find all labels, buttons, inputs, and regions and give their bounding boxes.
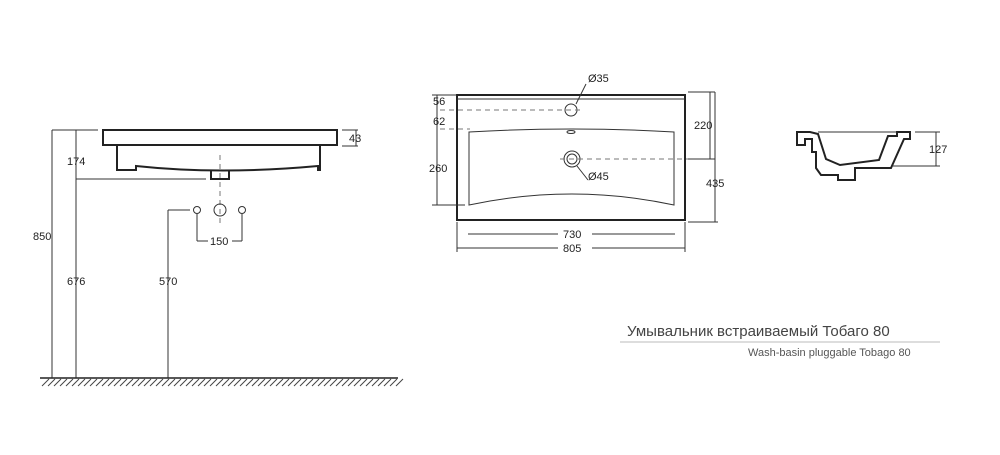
floor-hatch-mark xyxy=(389,378,398,387)
dim-bowl-depth: 260 xyxy=(429,163,447,175)
dim-bowl-width: 730 xyxy=(563,229,581,241)
floor-hatch-mark xyxy=(41,378,50,387)
floor-hatch-mark xyxy=(143,378,152,387)
dim-outlet-height: 570 xyxy=(159,276,177,288)
dim-slab-thickness: 43 xyxy=(349,133,361,145)
floor-hatch-mark xyxy=(65,378,74,387)
floor-hatch-mark xyxy=(329,378,338,387)
basin-slab xyxy=(102,129,338,146)
floor-hatch-mark xyxy=(197,378,206,387)
dim-bowl-offset: 62 xyxy=(433,116,445,128)
floor-hatch-mark xyxy=(221,378,230,387)
title-en: Wash-basin pluggable Tobago 80 xyxy=(748,347,911,359)
mixer-hole-right xyxy=(238,206,246,214)
floor-hatch-mark xyxy=(263,378,272,387)
floor-hatch-mark xyxy=(95,378,104,387)
floor-hatch-mark xyxy=(113,378,122,387)
dim-drain-diameter: Ø45 xyxy=(588,171,609,183)
dim-total-height: 850 xyxy=(33,231,51,243)
dim-total-width: 805 xyxy=(563,243,581,255)
floor-hatch-mark xyxy=(371,378,380,387)
section-profile xyxy=(796,131,911,181)
floor-hatch-mark xyxy=(245,378,254,387)
dim-underside-height: 676 xyxy=(67,276,85,288)
floor-hatch-mark xyxy=(383,378,392,387)
floor-hatch-mark xyxy=(89,378,98,387)
floor-hatch-mark xyxy=(137,378,146,387)
floor-hatch-mark xyxy=(233,378,242,387)
dim-mixer-spacing: 150 xyxy=(210,236,228,248)
floor-hatch-mark xyxy=(395,378,404,387)
floor-hatch-mark xyxy=(287,378,296,387)
top-view: 56 62 260 220 435 730 805 Ø35 Ø45 xyxy=(429,73,724,255)
basin-outline xyxy=(456,94,686,221)
floor-hatch-mark xyxy=(131,378,140,387)
floor-hatch-mark xyxy=(125,378,134,387)
floor-hatch-mark xyxy=(323,378,332,387)
dim-drain-offset: 220 xyxy=(694,120,712,132)
drain-outlet xyxy=(210,170,230,180)
floor-hatch-mark xyxy=(305,378,314,387)
floor-hatch-mark xyxy=(347,378,356,387)
side-view: 127 xyxy=(796,131,947,181)
floor-hatch-mark xyxy=(119,378,128,387)
floor-hatch-mark xyxy=(377,378,386,387)
floor-hatch-mark xyxy=(77,378,86,387)
bowl-outline xyxy=(468,128,675,206)
floor-hatch-mark xyxy=(299,378,308,387)
dim-bowl-height: 127 xyxy=(929,144,947,156)
floor-hatch-mark xyxy=(257,378,266,387)
floor-hatch-mark xyxy=(179,378,188,387)
front-view: 850 174 676 570 43 150 xyxy=(33,129,404,387)
floor-hatch-mark xyxy=(215,378,224,387)
mixer-hole-left xyxy=(193,206,201,214)
floor-hatch-mark xyxy=(353,378,362,387)
floor-hatch-mark xyxy=(275,378,284,387)
floor-hatch-mark xyxy=(191,378,200,387)
caption: Умывальник встраиваемый Тобаго 80 Wash-b… xyxy=(620,323,940,359)
dim-total-depth: 435 xyxy=(706,178,724,190)
floor-hatch-mark xyxy=(101,378,110,387)
floor-hatch-mark xyxy=(317,378,326,387)
floor-hatch-mark xyxy=(185,378,194,387)
floor-hatch-mark xyxy=(53,378,62,387)
outlet-hole xyxy=(213,203,227,217)
floor-hatch-mark xyxy=(149,378,158,387)
floor-hatch-mark xyxy=(251,378,260,387)
floor-hatch-mark xyxy=(365,378,374,387)
floor-hatch-mark xyxy=(209,378,218,387)
floor-hatch-mark xyxy=(167,378,176,387)
basin-bowl xyxy=(116,145,321,172)
floor-hatch-mark xyxy=(335,378,344,387)
floor-hatch-mark xyxy=(293,378,302,387)
floor-hatch-mark xyxy=(281,378,290,387)
floor-hatch-mark xyxy=(47,378,56,387)
floor-hatch-mark xyxy=(71,378,80,387)
dim-tap-hole-offset: 56 xyxy=(433,96,445,108)
dim-basin-depth: 174 xyxy=(67,156,85,168)
floor-hatch-mark xyxy=(341,378,350,387)
floor-hatch-mark xyxy=(227,378,236,387)
dim-tap-hole-diameter: Ø35 xyxy=(588,73,609,85)
floor-hatch-mark xyxy=(59,378,68,387)
floor-hatch-mark xyxy=(83,378,92,387)
overflow xyxy=(566,130,576,134)
floor-hatch-mark xyxy=(107,378,116,387)
floor-hatch-mark xyxy=(359,378,368,387)
floor-hatch-mark xyxy=(311,378,320,387)
title-ru: Умывальник встраиваемый Тобаго 80 xyxy=(627,323,890,340)
floor-hatch-mark xyxy=(239,378,248,387)
floor-hatch-mark xyxy=(173,378,182,387)
floor-hatch-mark xyxy=(269,378,278,387)
floor-hatch-mark xyxy=(161,378,170,387)
floor-hatch-mark xyxy=(155,378,164,387)
floor-hatch-mark xyxy=(203,378,212,387)
